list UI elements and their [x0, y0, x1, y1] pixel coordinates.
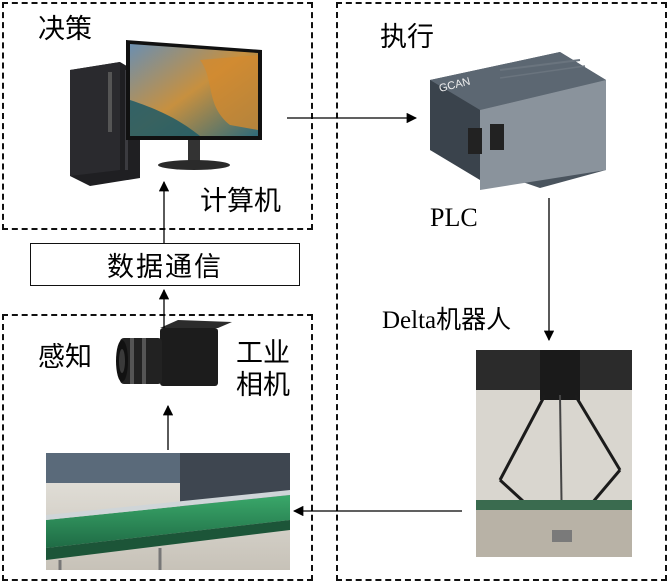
computer-icon: [70, 40, 262, 186]
communication-box: 数据通信: [30, 243, 300, 286]
execution-label: 执行: [380, 22, 434, 53]
camera-label-line2: 相机: [236, 370, 290, 401]
perception-group-box: [2, 314, 313, 581]
plc-icon: GCAN: [430, 52, 606, 190]
perception-label: 感知: [38, 342, 92, 373]
computer-label: 计算机: [200, 186, 281, 217]
industrial-camera-icon: [116, 320, 232, 386]
decision-group-box: [2, 2, 313, 230]
robot-label: Delta机器人: [382, 307, 512, 334]
decision-label: 决策: [38, 14, 92, 45]
conveyor-photo: [46, 453, 290, 570]
plc-label: PLC: [430, 203, 478, 232]
communication-label: 数据通信: [107, 252, 223, 283]
camera-label-line1: 工业: [236, 338, 290, 369]
delta-robot-photo: [476, 350, 632, 557]
execution-group-box: [336, 2, 667, 581]
